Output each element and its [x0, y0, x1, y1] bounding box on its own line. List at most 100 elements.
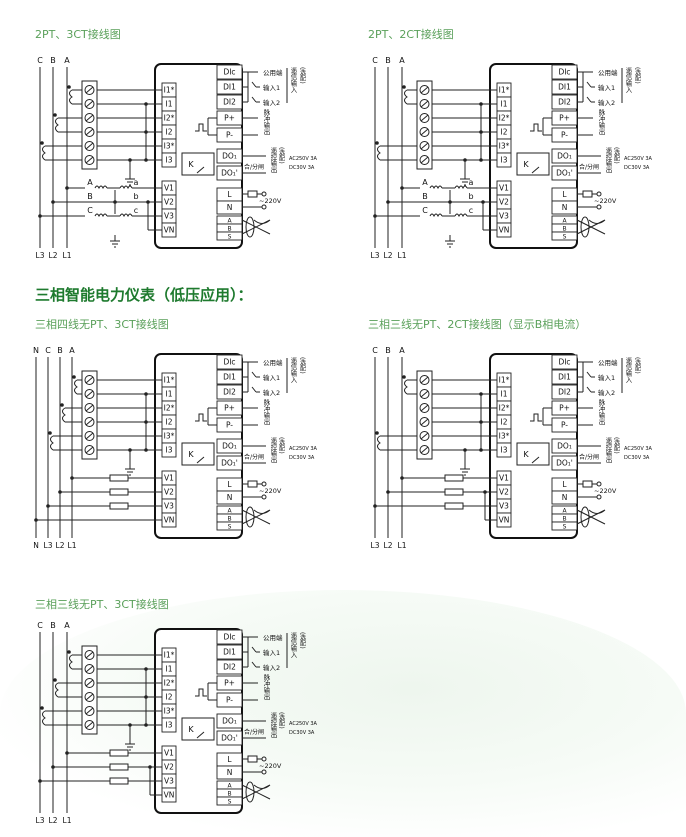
- wire: [85, 376, 94, 384]
- phase-label-top: B: [57, 346, 63, 355]
- dc-rating: DC30V 3A: [624, 165, 650, 171]
- phase-label-top: C: [37, 56, 43, 65]
- diagram-title-2: 2PT、2CT接线图: [368, 28, 454, 41]
- junction-dot: [67, 85, 71, 89]
- di-group-label: 遥信输入: [289, 631, 297, 659]
- dc-rating: DC30V 3A: [289, 165, 315, 171]
- pulse-group-label: 脉冲输出: [597, 108, 605, 137]
- ct-coil-icon: [404, 89, 408, 105]
- phase-label-top: B: [50, 621, 56, 630]
- diagram-title-1: 2PT、3CT接线图: [35, 28, 121, 41]
- ct-terminal: I3*: [499, 142, 510, 151]
- junction-dot: [53, 678, 57, 682]
- wire: [85, 142, 94, 150]
- phase-label-bottom: L3: [371, 541, 380, 550]
- junction-dot: [144, 392, 148, 396]
- junction-dot: [463, 448, 467, 452]
- ct-coil-icon: [69, 89, 73, 105]
- pt-coil-icon: [94, 185, 108, 190]
- wire: [251, 386, 257, 393]
- wire: [196, 731, 205, 739]
- pulse-group-label: 脉冲输出: [262, 398, 270, 427]
- junction-dot: [65, 751, 69, 755]
- di-terminal: DI2: [223, 98, 236, 107]
- pulse-icon: [530, 413, 542, 422]
- junction-dot: [373, 504, 377, 508]
- wire: [85, 128, 94, 136]
- ac-rating: AC250V 3A: [289, 446, 318, 452]
- diagram-title-5: 三相三线无PT、3CT接线图: [35, 598, 169, 611]
- junction-dot: [386, 200, 390, 204]
- wire: [531, 456, 540, 464]
- ct-coil-icon: [50, 435, 54, 451]
- junction-dot: [51, 765, 55, 769]
- supply-label: ~220V: [259, 487, 282, 495]
- ct-terminal: I3*: [164, 432, 175, 441]
- comm-terminal: B: [562, 516, 566, 523]
- relay-loop: [181, 152, 215, 176]
- ct-terminal: I1: [501, 390, 508, 399]
- power-terminal: N: [227, 768, 233, 777]
- voltage-terminal: V2: [499, 488, 509, 497]
- optional-label: (选配): [278, 147, 285, 164]
- comm-terminal: B: [562, 226, 566, 233]
- pt-secondary-label: a: [469, 178, 474, 187]
- junction-dot: [144, 723, 148, 727]
- wire: [251, 81, 257, 88]
- junction-dot: [65, 186, 69, 190]
- ct-terminal: I2*: [164, 114, 175, 123]
- relay-loop: [181, 442, 215, 466]
- pt-secondary-label: c: [469, 206, 473, 215]
- pt-coil-icon: [429, 213, 443, 218]
- wire: [420, 446, 429, 454]
- voltage-terminal: V1: [499, 474, 509, 483]
- twisted-pair-icon: [241, 509, 271, 525]
- junction-dot: [479, 448, 483, 452]
- junction-dot: [479, 158, 483, 162]
- wire: [420, 432, 429, 440]
- pt-primary-label: A: [422, 178, 428, 187]
- wiring-diagram-3wire-3ct: CL3BL2AL1I1*I1I2*I2I3*I3DIcDI1DI2公用端输入1输…: [36, 621, 318, 825]
- supply-label: ~220V: [594, 487, 617, 495]
- comm-terminal-box: [216, 796, 243, 806]
- fuse-icon: [444, 474, 464, 482]
- ct-coil-icon: [42, 710, 46, 726]
- relay-label: K: [188, 450, 194, 459]
- do-terminal: DO₁: [222, 717, 237, 726]
- shield-icon: [580, 216, 590, 238]
- fuse-icon: [582, 480, 593, 488]
- junction-dot: [46, 504, 50, 508]
- supply-label: ~220V: [259, 197, 282, 205]
- pulse-icon: [195, 123, 207, 132]
- power-terminal: L: [562, 480, 567, 489]
- optional-label: (选配): [613, 437, 620, 454]
- relay-label: K: [523, 450, 529, 459]
- relay-loop: [181, 717, 215, 741]
- comm-terminal: S: [563, 524, 567, 531]
- pulse-group-label: 脉冲输出: [597, 398, 605, 427]
- junction-dot: [144, 695, 148, 699]
- ct-coil-icon: [42, 145, 46, 161]
- di-group-label: 遥信输入: [289, 356, 297, 384]
- pulse-terminal: P+: [559, 114, 570, 123]
- junction-dot: [483, 490, 487, 494]
- phase-label-top: A: [64, 56, 70, 65]
- pt-secondary-label: a: [134, 178, 139, 187]
- di-terminal: DIc: [223, 68, 235, 77]
- wire: [531, 166, 540, 174]
- di-terminal: DI1: [223, 648, 236, 657]
- do-group-label: 遥控输出: [269, 711, 277, 740]
- junction-dot: [40, 706, 44, 710]
- pt-primary-label: A: [87, 178, 93, 187]
- phase-label-top: C: [372, 346, 378, 355]
- voltage-terminal: V2: [164, 198, 174, 207]
- wire: [85, 651, 94, 659]
- junction-dot: [375, 141, 379, 145]
- dc-rating: DC30V 3A: [624, 455, 650, 461]
- junction-dot: [402, 85, 406, 89]
- shield-icon: [245, 506, 255, 528]
- diagram-title-3: 三相四线无PT、3CT接线图: [35, 318, 169, 331]
- voltage-terminal: VN: [499, 516, 510, 525]
- fuse-icon: [109, 474, 129, 482]
- wire: [196, 166, 205, 174]
